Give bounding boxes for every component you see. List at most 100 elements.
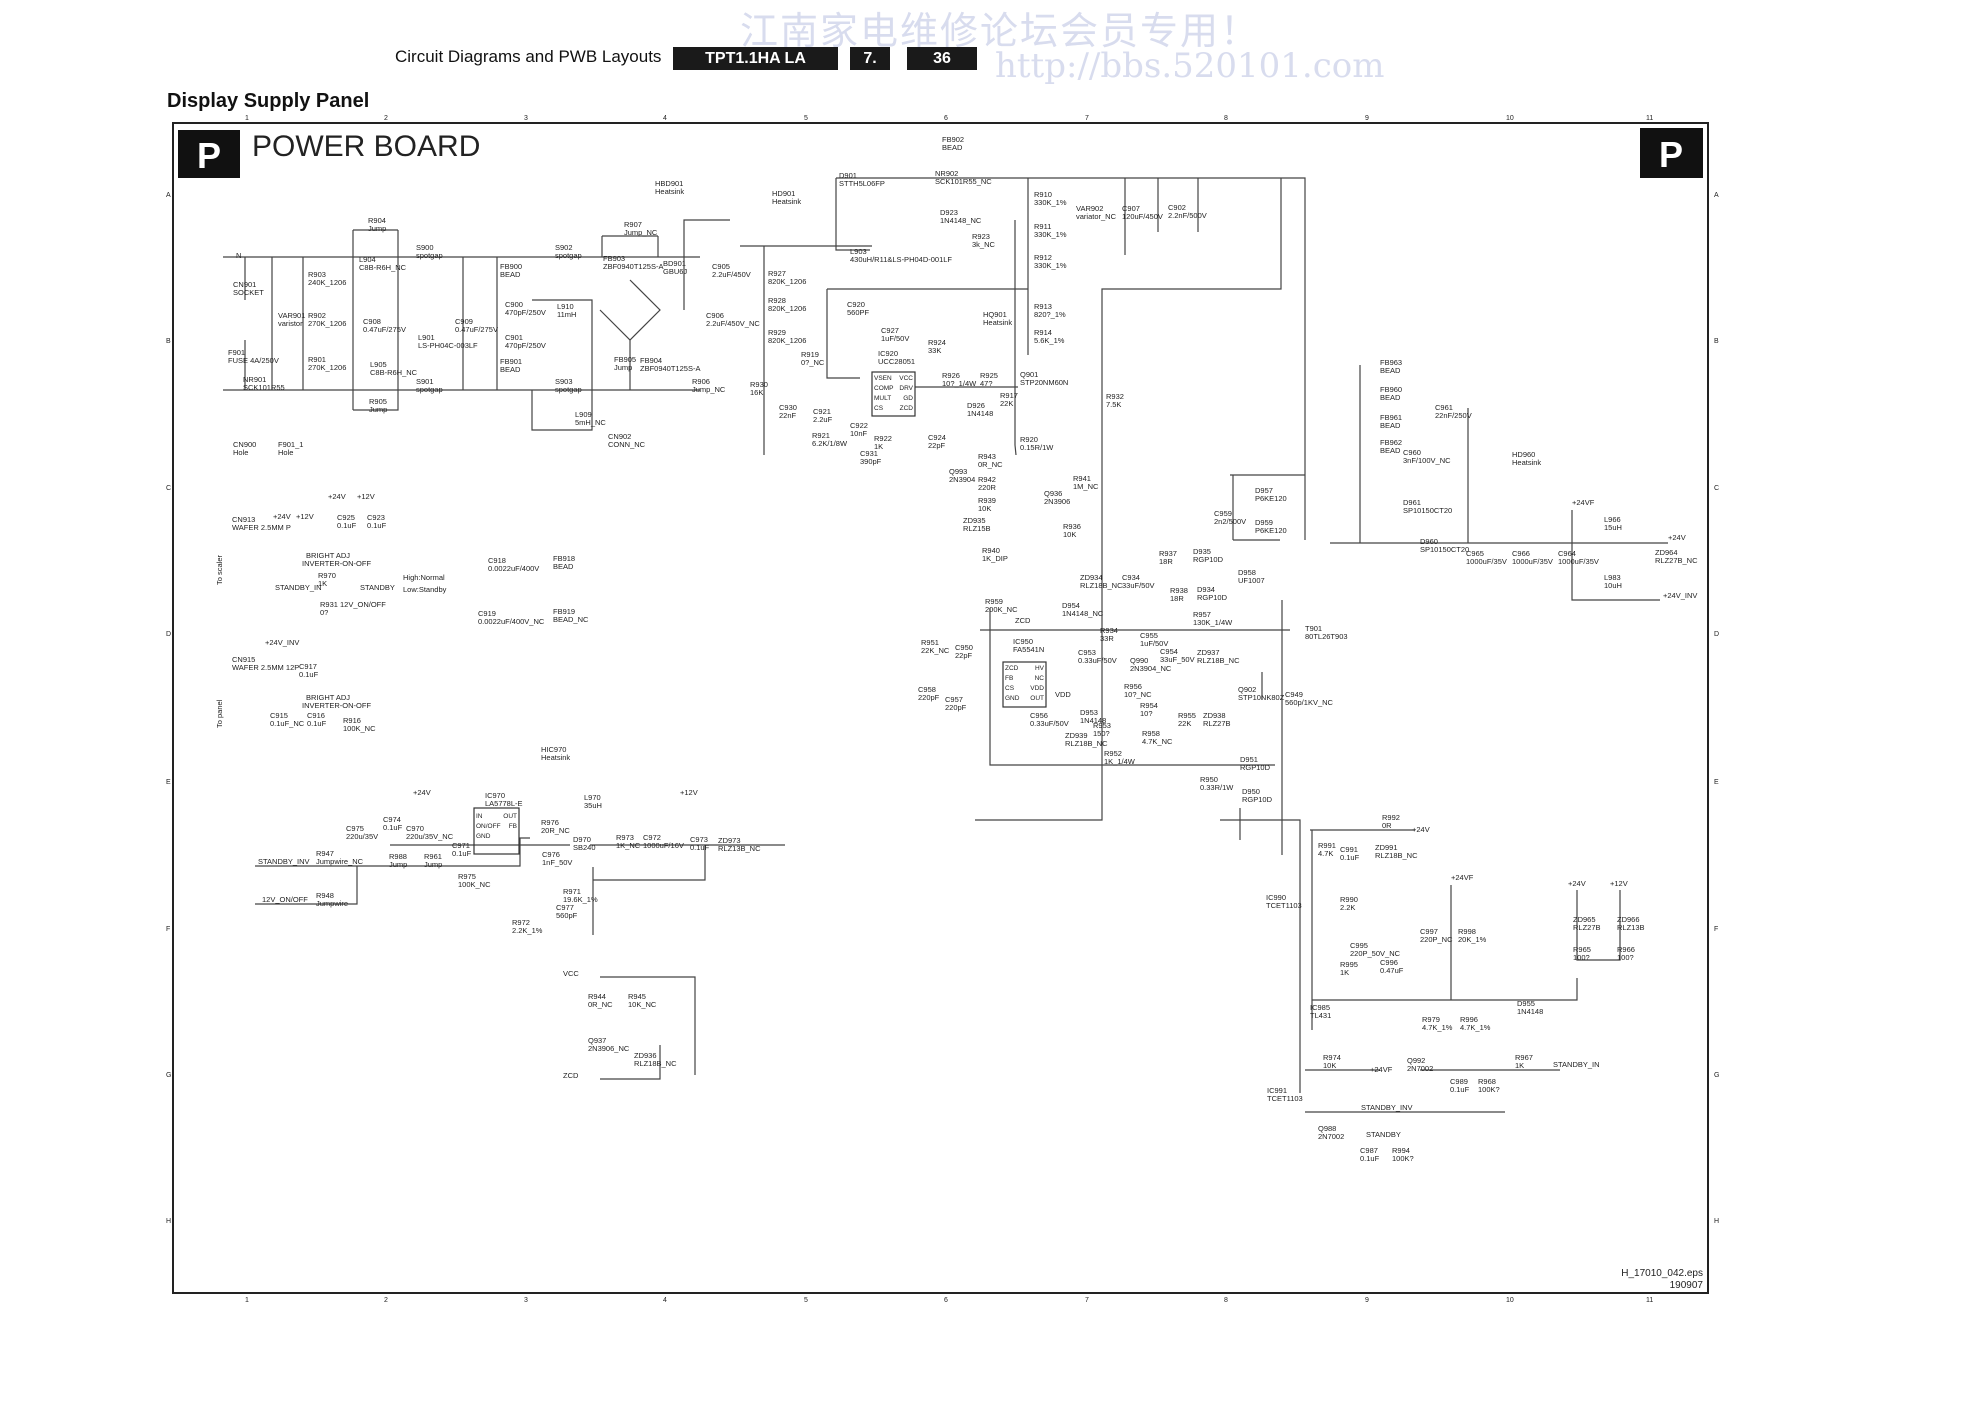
board-badge-left [178, 130, 240, 178]
ic-pin-label: MULT [874, 395, 891, 402]
component-value: 0.1uF [452, 849, 472, 858]
component-value: 2N7002 [1318, 1132, 1344, 1141]
component-ref: FB960 [1380, 385, 1402, 394]
component-value: TL431 [1310, 1011, 1331, 1020]
component-ref: Q902 [1238, 685, 1256, 694]
component-value: 1K [1515, 1061, 1524, 1070]
component-value: C8B-R6H_NC [370, 368, 418, 377]
component-value: 15uH [1604, 523, 1622, 532]
component-value: UF1007 [1238, 576, 1265, 585]
component-ref: D951 [1240, 755, 1258, 764]
component-value: 0.1uF [1450, 1085, 1470, 1094]
component-ref: C958 [918, 685, 936, 694]
component-ref: R988 [389, 852, 407, 861]
component-ref: IC990 [1266, 893, 1286, 902]
component-value: RGP10D [1193, 555, 1224, 564]
net-label: +24V [413, 788, 431, 797]
component-ref: R953 [1093, 721, 1111, 730]
component-ref: C916 [307, 711, 325, 720]
component-value: 0.1uF [307, 719, 327, 728]
component-ref: R952 [1104, 749, 1122, 758]
net-label: +24VF [1451, 873, 1474, 882]
component-ref: R972 [512, 918, 530, 927]
component-value: 33R [1100, 634, 1114, 643]
component-value: Jump [424, 860, 442, 869]
component-ref: R904 [368, 216, 386, 225]
component-value: SB240 [573, 843, 596, 852]
component-ref: C949 [1285, 690, 1303, 699]
component-value: 100K? [1478, 1085, 1500, 1094]
component-value: 33uF/50V [1122, 581, 1155, 590]
component-value: RGP10D [1197, 593, 1228, 602]
net-label: 12V_ON/OFF [340, 600, 386, 609]
component-value: 0.1uF [690, 843, 710, 852]
grid-column-label: 2 [384, 1297, 388, 1304]
component-value: 1uF/50V [881, 334, 909, 343]
component-value: 100K_NC [458, 880, 491, 889]
component-ref: C909 [455, 317, 473, 326]
grid-row-label: E [1714, 779, 1719, 786]
component-ref: D953 [1080, 708, 1098, 717]
grid-column-label: 6 [944, 115, 948, 122]
component-ref: CN901 [233, 280, 256, 289]
component-ref: R919 [801, 350, 819, 359]
component-value: 1000uF/35V [1512, 557, 1553, 566]
ic-pin-label: CS [1005, 685, 1015, 692]
component-value: RLZ18B_NC [1080, 581, 1123, 590]
net-label: +24VF [1370, 1065, 1393, 1074]
component-value: 1K [874, 442, 883, 451]
component-value: 0R [1382, 821, 1392, 830]
component-ref: D970 [573, 835, 591, 844]
component-ref: T901 [1305, 624, 1322, 633]
ic-pin-label: COMP [874, 385, 894, 392]
component-ref: R965 [1573, 945, 1591, 954]
component-value: 0.1uF [383, 823, 403, 832]
component-ref: R959 [985, 597, 1003, 606]
component-value: spotgap [416, 385, 443, 394]
grid-column-label: 11 [1646, 115, 1653, 122]
component-ref: C991 [1340, 845, 1358, 854]
component-ref: R920 [1020, 435, 1038, 444]
component-ref: C901 [505, 333, 523, 342]
grid-row-label: E [166, 779, 171, 786]
component-value: Jumpwire_NC [316, 857, 364, 866]
component-ref: C931 [860, 449, 878, 458]
net-label: N [236, 251, 241, 260]
component-ref: C959 [1214, 509, 1232, 518]
component-ref: R990 [1340, 895, 1358, 904]
component-ref: R922 [874, 434, 892, 443]
component-value: RLZ15B [963, 524, 991, 533]
net-label: To panel [215, 699, 224, 728]
file-name: H_17010_042.eps [1621, 1268, 1703, 1279]
component-value: 10?_1/4W [942, 379, 977, 388]
net-label: 12V_ON/OFF [262, 895, 308, 904]
component-ref: C923 [367, 513, 385, 522]
component-ref: C925 [337, 513, 355, 522]
